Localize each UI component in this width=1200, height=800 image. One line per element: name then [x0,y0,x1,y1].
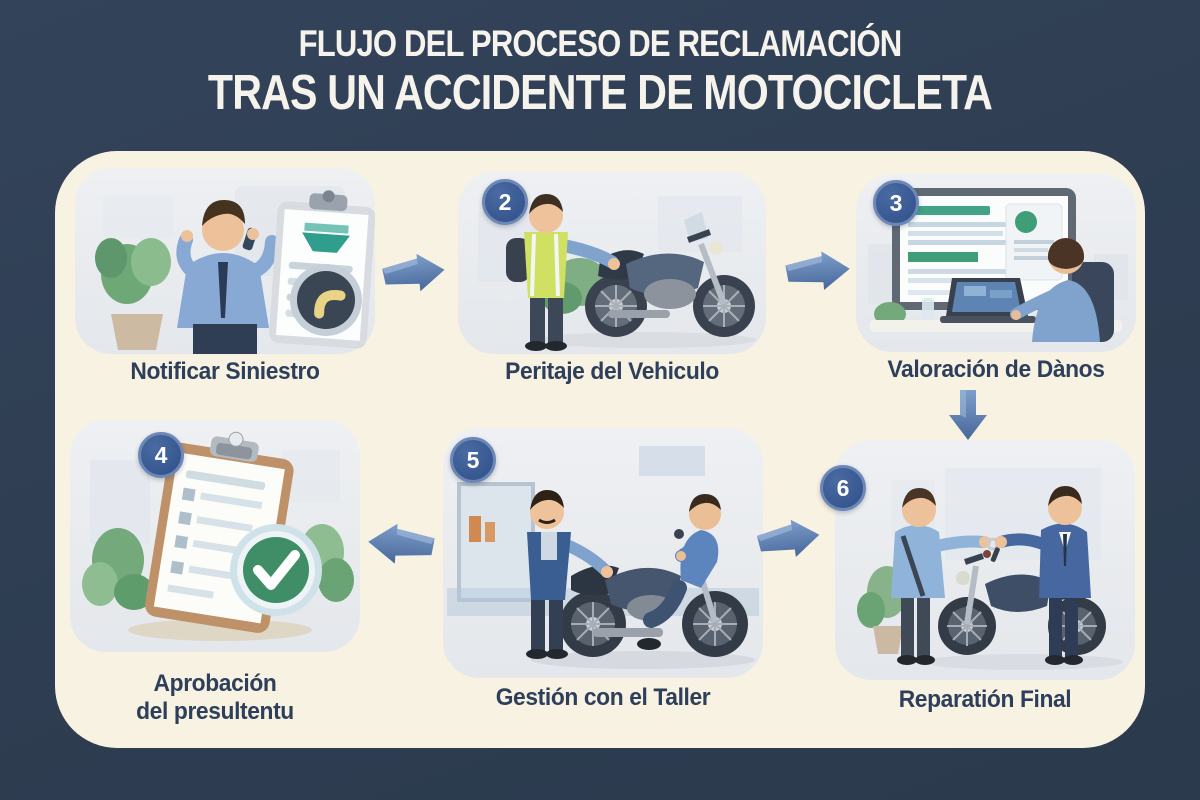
step5-label: Gestión con el Taller [495,684,711,711]
step3-illustration [856,174,1136,352]
step2-label: Peritaje del Vehiculo [505,358,719,385]
step6-number-badge: 6 [820,465,866,511]
step-reparacion-final: 6 [820,440,1135,714]
arrow-right-icon [381,249,448,302]
water-glass [922,298,934,320]
inspector-person [506,194,620,351]
step1-label: Notificar Siniestro [130,358,320,385]
customer-on-bike [637,494,721,650]
step6-illustration [835,440,1135,680]
motorcycle-icon [560,529,748,657]
step4-number-badge: 4 [138,432,184,478]
person-at-desk [1010,238,1114,342]
arrow-right-icon [755,514,823,569]
step-valoracion-danos: 3 [856,174,1136,384]
customer-person [995,486,1091,665]
phone-icon [290,264,362,336]
step-peritaje-vehiculo: 2 [458,172,766,386]
person-on-phone [176,200,279,354]
page-title: FLUJO DEL PROCESO DE RECLAMACIÓN TRAS UN… [0,22,1200,120]
step5-illustration [443,428,763,678]
step1-illustration [75,168,375,354]
step5-number-badge: 5 [450,437,496,483]
arrow-left-icon [366,520,435,573]
step4-illustration [70,420,360,652]
leaves-left [82,528,154,610]
step-aprobacion-presupuesto: 4 [70,420,360,726]
plant-icon [95,238,171,350]
step3-number-badge: 3 [873,180,919,226]
step-gestion-taller: 5 [443,428,763,712]
step-notificar-siniestro: Notificar Siniestro [75,168,375,386]
step4-label: Aprobación del presultentu [77,670,353,726]
laptop-icon [940,278,1036,323]
title-line-1: FLUJO DEL PROCESO DE RECLAMACIÓN [298,23,903,64]
step6-label: Reparatión Final [898,686,1072,713]
checkmark-icon [230,524,322,616]
step4-label-line2: del presultentu [136,698,294,725]
motorcycle-icon [585,212,755,337]
arrow-right-icon [784,248,851,299]
title-line-2: TRAS UN ACCIDENTE DE MOTOCICLETA [207,66,993,120]
step3-label: Valoración de Dànos [887,356,1105,383]
arrow-down-icon [949,390,987,445]
mechanic-person [526,490,613,659]
step2-illustration [458,172,766,354]
step4-label-line1: Aprobación [153,670,277,697]
employee-person [891,488,991,665]
step2-number-badge: 2 [482,179,528,225]
